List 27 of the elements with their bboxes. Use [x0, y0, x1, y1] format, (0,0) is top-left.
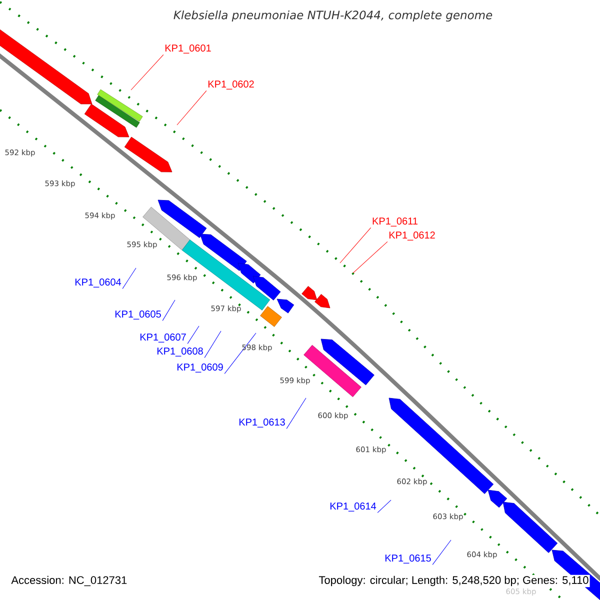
genome-info: Topology: circular; Length: 5,248,520 bp; Genes: 5,110	[318, 574, 590, 588]
gene-label: KP1_0615	[385, 554, 431, 564]
leader-line	[286, 398, 306, 429]
leader-line	[122, 268, 136, 289]
leader-line	[432, 540, 452, 565]
leader-line	[340, 227, 372, 264]
leader-line	[176, 90, 207, 126]
leader-line	[204, 330, 222, 358]
gene-label: KP1_0607	[140, 334, 186, 342]
gene-label: KP1_0613	[239, 418, 285, 428]
leader-line	[187, 326, 200, 344]
gene-label: KP1_0605	[115, 310, 161, 320]
leader-line	[224, 332, 256, 374]
gene-label: KP1_0602	[208, 80, 254, 90]
genome-info: Accession: NC_012731	[10, 574, 128, 588]
leader-line	[130, 54, 164, 90]
gene-label: KP1_0614	[330, 502, 376, 512]
leader-line	[352, 241, 388, 274]
gene-label: KP1_0611	[372, 218, 418, 226]
gene-label: KP1_0601	[165, 44, 211, 54]
title: Klebsiella pneumoniae NTUH-K2044, complete genome	[174, 10, 492, 22]
leader-line	[377, 500, 392, 513]
gene-label: KP1_0612	[389, 232, 435, 240]
leader-line	[162, 300, 176, 321]
gene-label: KP1_0608	[157, 348, 203, 356]
gene-label: KP1_0609	[177, 364, 223, 372]
gene-label: KP1_0604	[75, 278, 122, 288]
